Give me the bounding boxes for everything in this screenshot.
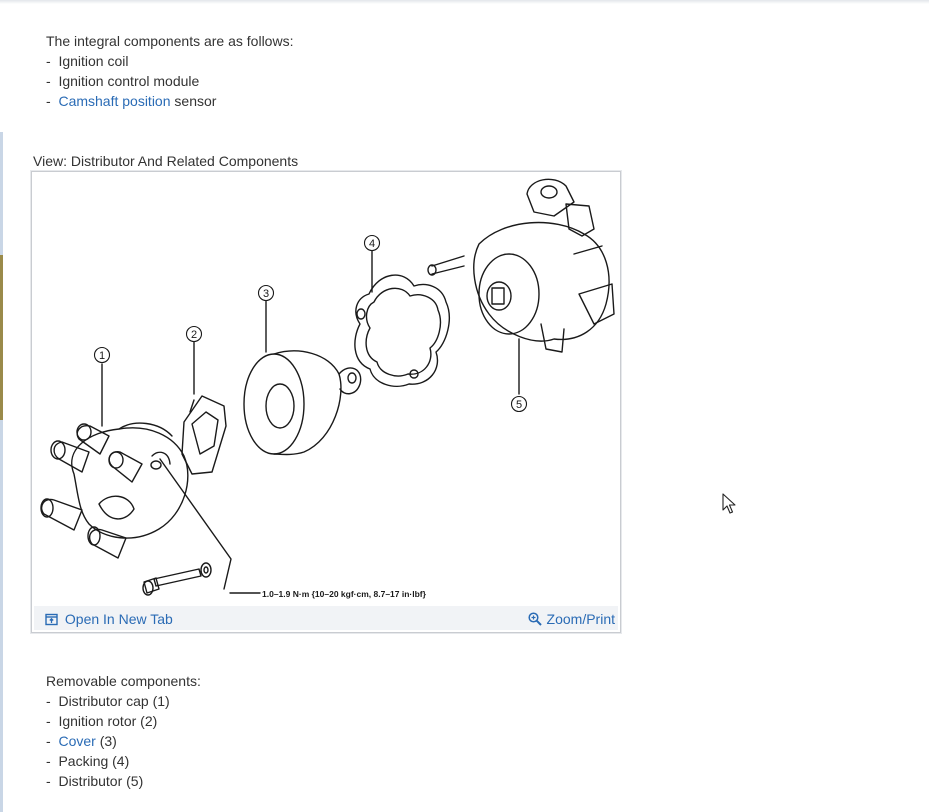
list-item-prefix: - — [46, 713, 59, 729]
list-item: - Camshaft position sensor — [46, 91, 293, 111]
list-item-text: Ignition control module — [58, 73, 200, 89]
callout-2: 2 — [191, 329, 197, 341]
list-item-prefix: - — [46, 773, 59, 789]
integral-components-section: The integral components are as follows: … — [46, 31, 293, 111]
torque-spec-label: 1.0–1.9 N·m {10–20 kgf·cm, 8.7–17 in·lbf… — [262, 589, 427, 599]
list-item-prefix: - — [46, 693, 59, 709]
list-item-prefix: - — [46, 733, 59, 749]
left-rail-accent — [0, 255, 3, 420]
list-item-text: (3) — [95, 733, 117, 749]
list-item-prefix: - — [46, 73, 59, 89]
open-new-tab-icon — [45, 613, 58, 626]
removable-components-heading: Removable components: — [46, 673, 201, 689]
callout-1: 1 — [99, 350, 105, 362]
callout-4: 4 — [369, 238, 375, 250]
mouse-cursor-icon — [722, 493, 736, 514]
zoom-print-button[interactable]: Zoom/Print — [528, 609, 615, 629]
list-item-prefix: - — [46, 93, 59, 109]
figure-view-label: View: Distributor And Related Components — [33, 153, 299, 169]
list-item: - Distributor cap (1) — [46, 691, 201, 711]
list-item-text: Ignition rotor (2) — [58, 713, 158, 729]
open-new-tab-label: Open In New Tab — [64, 611, 173, 627]
zoom-icon — [528, 612, 542, 626]
zoom-print-label: Zoom/Print — [546, 611, 615, 627]
distributor-exploded-diagram[interactable]: 1 2 3 4 5 1.0–1.9 N·m {10–20 kgf·cm, 8.7… — [34, 174, 618, 606]
cover-link[interactable]: Cover — [58, 733, 96, 749]
list-item-text: Distributor (5) — [58, 773, 144, 789]
left-rail — [0, 132, 3, 812]
camshaft-position-link[interactable]: Camshaft position — [58, 93, 171, 109]
list-item: - Distributor (5) — [46, 771, 201, 791]
list-item-text: Distributor cap (1) — [58, 693, 170, 709]
callout-5: 5 — [516, 399, 522, 411]
list-item: - Cover (3) — [46, 731, 201, 751]
list-item-text: sensor — [170, 93, 217, 109]
list-item-prefix: - — [46, 53, 59, 69]
figure-container: 1 2 3 4 5 1.0–1.9 N·m {10–20 kgf·cm, 8.7… — [31, 171, 621, 633]
top-shadow — [0, 0, 929, 4]
open-new-tab-button[interactable]: Open In New Tab — [45, 609, 173, 629]
list-item: - Packing (4) — [46, 751, 201, 771]
list-item: - Ignition control module — [46, 71, 293, 91]
callout-3: 3 — [263, 288, 269, 300]
list-item-text: Packing (4) — [58, 753, 130, 769]
list-item-prefix: - — [46, 753, 59, 769]
removable-components-section: Removable components: - Distributor cap … — [46, 671, 201, 791]
list-item-text: Ignition coil — [58, 53, 129, 69]
list-item: - Ignition rotor (2) — [46, 711, 201, 731]
integral-components-heading: The integral components are as follows: — [46, 33, 294, 49]
list-item: - Ignition coil — [46, 51, 293, 71]
figure-toolbar: Open In New Tab Zoom/Print — [34, 606, 618, 630]
